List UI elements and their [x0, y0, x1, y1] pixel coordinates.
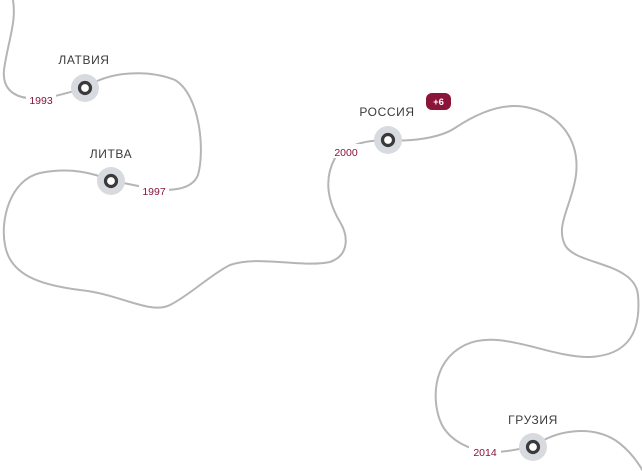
- year-label-georgia: 2014: [473, 447, 497, 459]
- badge-count: +6: [433, 97, 444, 108]
- node-marker[interactable]: [103, 173, 119, 189]
- event-russia[interactable]: РОССИЯ 2000 +6: [330, 93, 451, 159]
- event-georgia[interactable]: ГРУЗИЯ 2014: [469, 413, 558, 461]
- node-marker[interactable]: [380, 132, 396, 148]
- year-mask: [469, 444, 501, 458]
- node-marker[interactable]: [525, 439, 541, 455]
- year-mask: [26, 92, 56, 106]
- country-label-georgia: ГРУЗИЯ: [508, 413, 558, 427]
- country-label-lithuania: ЛИТВА: [90, 147, 132, 161]
- country-label-russia: РОССИЯ: [359, 105, 414, 119]
- more-events-badge[interactable]: +6: [426, 93, 451, 110]
- year-label-russia: 2000: [334, 147, 358, 159]
- year-mask: [330, 144, 362, 158]
- year-label-lithuania: 1997: [142, 186, 166, 198]
- badge-background: [426, 93, 451, 110]
- event-latvia[interactable]: ЛАТВИЯ 1993: [26, 53, 110, 107]
- node-marker[interactable]: [77, 80, 93, 96]
- country-label-latvia: ЛАТВИЯ: [58, 53, 109, 67]
- year-mask: [139, 183, 169, 197]
- year-label-latvia: 1993: [29, 95, 53, 107]
- event-lithuania[interactable]: ЛИТВА 1997: [90, 147, 169, 198]
